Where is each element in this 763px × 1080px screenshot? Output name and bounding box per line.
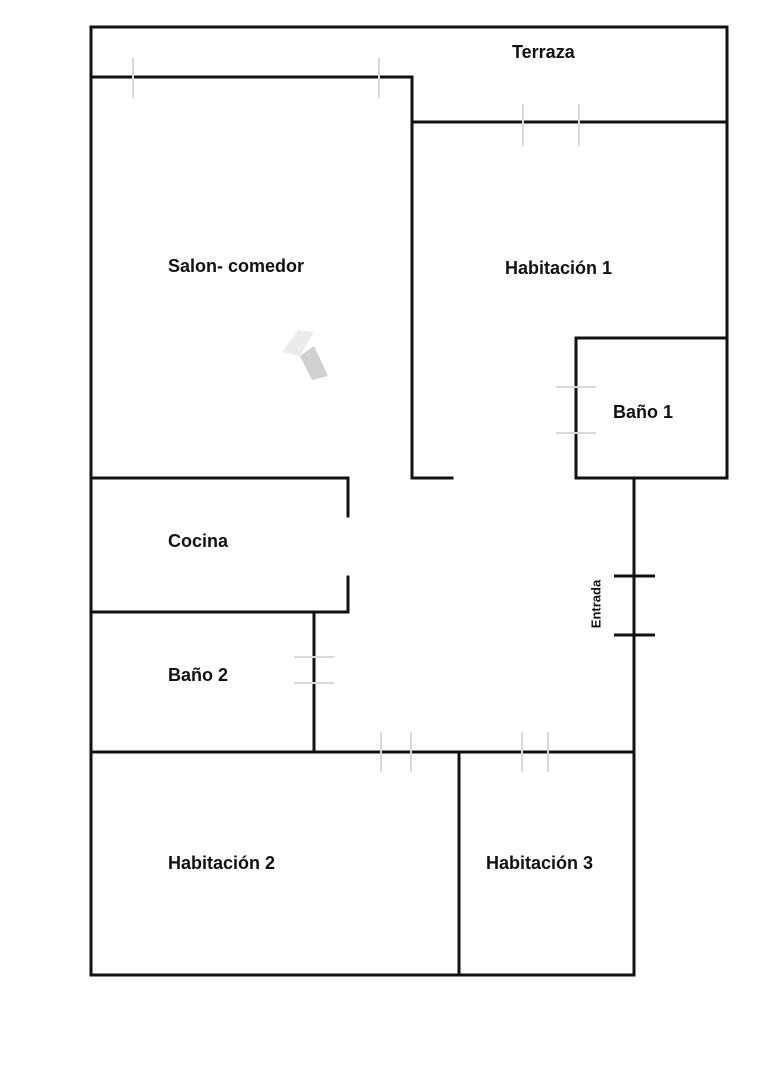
door-markers bbox=[132, 58, 596, 772]
entrance-label: Entrada bbox=[588, 579, 604, 629]
room-label-cocina: Cocina bbox=[168, 531, 229, 551]
room-label-habitacion-3: Habitación 3 bbox=[486, 853, 594, 873]
room-label-terraza: Terraza bbox=[512, 42, 575, 62]
entrance-door bbox=[614, 574, 655, 637]
room-label-bano-1: Baño 1 bbox=[613, 402, 674, 422]
walls bbox=[89, 25, 729, 977]
room-label-salon-comedor: Salon- comedor bbox=[168, 256, 305, 276]
logo-shape-light bbox=[282, 330, 314, 356]
logo-shape-dark bbox=[300, 346, 328, 380]
room-label-bano-2: Baño 2 bbox=[168, 665, 229, 685]
room-label-habitacion-2: Habitación 2 bbox=[168, 853, 276, 873]
watermark-logo bbox=[282, 330, 328, 380]
room-label-habitacion-1: Habitación 1 bbox=[505, 258, 613, 278]
